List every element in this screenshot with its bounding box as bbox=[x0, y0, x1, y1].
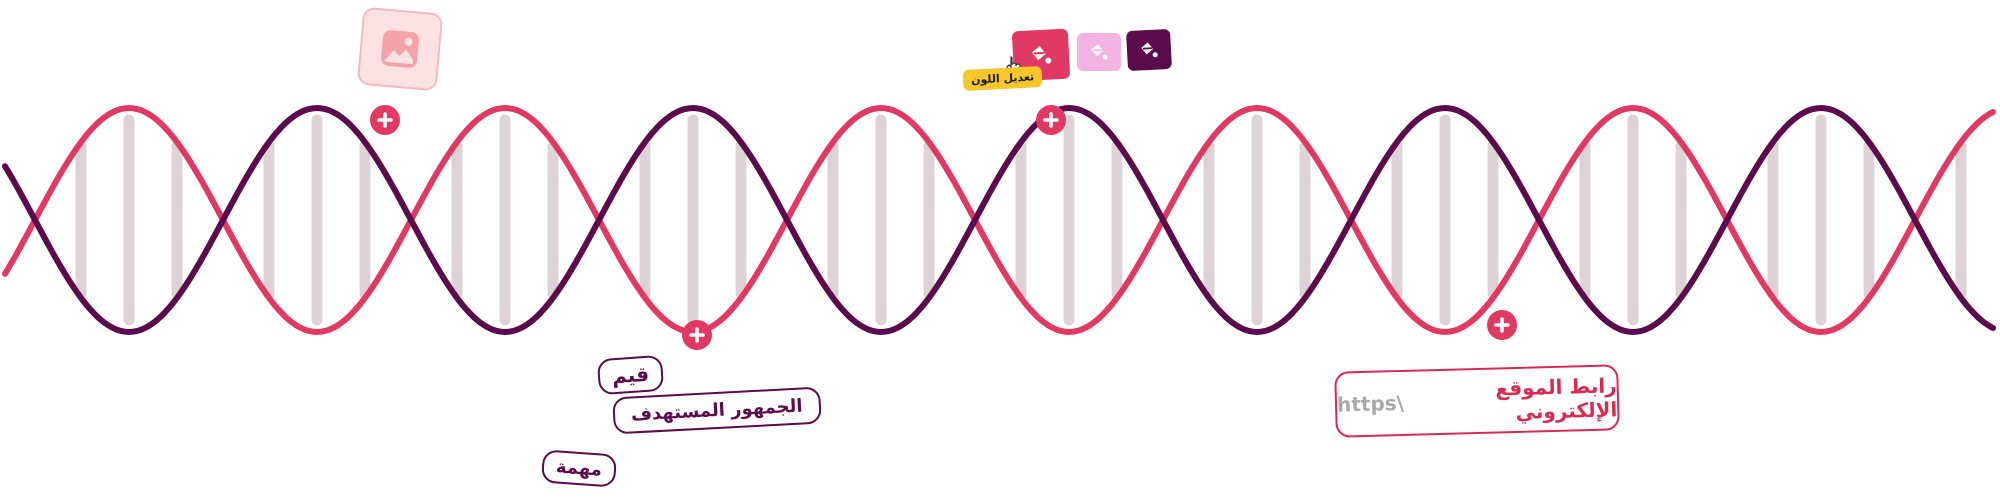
paint-bucket-icon bbox=[1141, 42, 1158, 58]
plus-icon bbox=[1494, 317, 1510, 333]
add-button[interactable] bbox=[370, 105, 400, 135]
add-button[interactable] bbox=[1487, 310, 1517, 340]
image-icon bbox=[381, 30, 419, 68]
plus-icon bbox=[689, 327, 705, 343]
image-upload-card[interactable] bbox=[356, 6, 444, 92]
strand-pink bbox=[2, 104, 1996, 336]
edit-color-tooltip: تعديل اللون bbox=[962, 65, 1043, 92]
url-prefix: https\ bbox=[1336, 390, 1405, 417]
tag-mission[interactable]: مهمة bbox=[540, 449, 618, 488]
website-url-field[interactable]: https\ رابط الموقع الإلكتروني bbox=[1334, 364, 1620, 438]
helix-rungs bbox=[75, 114, 1967, 326]
color-swatch-pink[interactable] bbox=[1011, 28, 1071, 82]
paint-bucket-icon bbox=[1091, 44, 1108, 60]
plus-icon bbox=[1043, 112, 1059, 128]
color-swatch-purple[interactable] bbox=[1125, 28, 1173, 72]
paint-bucket-icon bbox=[1031, 46, 1052, 64]
strand-purple bbox=[2, 104, 1996, 336]
plus-icon bbox=[377, 112, 393, 128]
add-button[interactable] bbox=[1036, 105, 1066, 135]
color-swatch-light-pink[interactable] bbox=[1077, 33, 1121, 71]
add-button[interactable] bbox=[682, 320, 712, 350]
url-label: رابط الموقع الإلكتروني bbox=[1495, 373, 1618, 424]
tag-values[interactable]: قيم bbox=[596, 354, 665, 396]
